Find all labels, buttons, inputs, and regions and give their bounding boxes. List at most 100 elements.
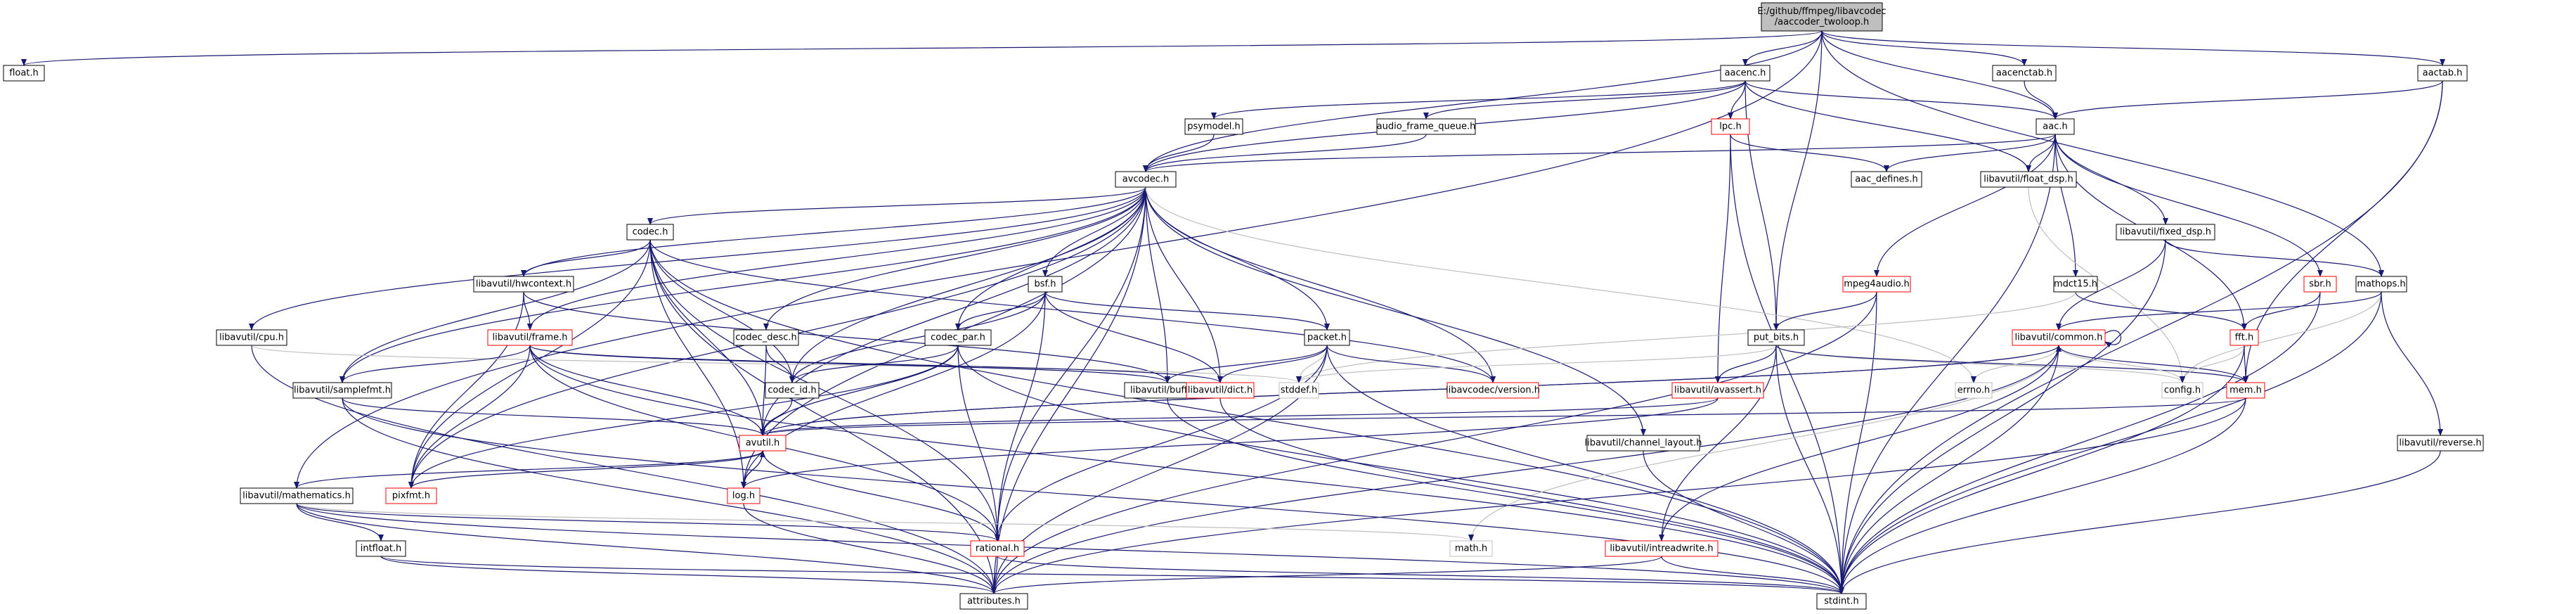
node-label: rational.h bbox=[976, 544, 1019, 554]
node-aac[interactable]: aac.h bbox=[2035, 118, 2075, 135]
node-label: config.h bbox=[2164, 385, 2201, 396]
edge-root-to-avcodec bbox=[1143, 30, 1823, 172]
node-cpu[interactable]: libavutil/cpu.h bbox=[216, 329, 287, 346]
node-codecid[interactable]: codec_id.h bbox=[765, 382, 820, 399]
edge-sbr-to-fft bbox=[2241, 291, 2321, 331]
node-aacenc[interactable]: aacenc.h bbox=[1720, 65, 1771, 82]
edge-cpu-to-stddef bbox=[251, 345, 1302, 383]
node-label: libavcodec/version.h bbox=[1446, 385, 1540, 396]
node-box bbox=[1586, 435, 1700, 452]
node-lpc[interactable]: lpc.h bbox=[1711, 118, 1750, 135]
node-stddef[interactable]: stddef.h bbox=[1279, 382, 1319, 399]
node-mathematics[interactable]: libavutil/mathematics.h bbox=[240, 487, 354, 504]
node-label: mathops.h bbox=[2357, 279, 2405, 290]
edge-common-to-common bbox=[2104, 330, 2121, 348]
edge-codec-to-version bbox=[649, 239, 1496, 383]
node-label: attributes.h bbox=[967, 596, 1021, 607]
node-box bbox=[1720, 65, 1771, 82]
node-putbits[interactable]: put_bits.h bbox=[1747, 329, 1805, 346]
node-label: libavutil/intreadwrite.h bbox=[1610, 544, 1713, 554]
node-afq[interactable]: audio_frame_queue.h bbox=[1376, 118, 1476, 135]
node-mpeg4audio[interactable]: mpeg4audio.h bbox=[1842, 276, 1911, 293]
node-label: log.h bbox=[732, 491, 755, 501]
node-label: stddef.h bbox=[1281, 385, 1317, 396]
node-fft[interactable]: fft.h bbox=[2229, 329, 2259, 346]
node-label: fft.h bbox=[2235, 333, 2253, 343]
node-aacdefines[interactable]: aac_defines.h bbox=[1851, 171, 1922, 188]
edge-fixeddsp-to-common bbox=[2056, 239, 2166, 331]
node-box bbox=[292, 382, 392, 399]
node-avutil[interactable]: avutil.h bbox=[739, 435, 787, 452]
node-version[interactable]: libavcodec/version.h bbox=[1446, 382, 1540, 399]
node-label: libavutil/channel_layout.h bbox=[1585, 438, 1702, 449]
edge-avcodec-to-buffer bbox=[1145, 186, 1170, 383]
edge-mem-to-attributes bbox=[991, 397, 2246, 594]
node-codecdesc[interactable]: codec_desc.h bbox=[733, 329, 799, 346]
node-mathops[interactable]: mathops.h bbox=[2355, 276, 2407, 293]
node-box bbox=[487, 329, 573, 346]
node-avcodec[interactable]: avcodec.h bbox=[1115, 171, 1177, 188]
edge-aac-to-avcodec bbox=[1143, 134, 2056, 172]
edge-lpc-to-aacdefines bbox=[1730, 134, 1889, 172]
edge-root-to-aacenc bbox=[1742, 30, 1823, 66]
edge-fixeddsp-to-mathops bbox=[2165, 239, 2384, 277]
node-psymodel[interactable]: psymodel.h bbox=[1184, 118, 1243, 135]
node-frame[interactable]: libavutil/frame.h bbox=[487, 329, 573, 346]
node-box bbox=[216, 329, 287, 346]
edge-aacenc-to-psymodel bbox=[1211, 80, 1746, 120]
edge-mathematics-to-intfloat bbox=[296, 503, 384, 542]
node-avassert[interactable]: libavutil/avassert.h bbox=[1671, 382, 1764, 399]
edge-reverse-to-stdint bbox=[1839, 450, 2441, 594]
edge-mathematics-to-attributes bbox=[296, 503, 997, 594]
node-math[interactable]: math.h bbox=[1449, 540, 1493, 557]
node-label: libavutil/hwcontext.h bbox=[476, 279, 571, 290]
node-box bbox=[2161, 382, 2203, 399]
node-box bbox=[1711, 118, 1750, 135]
node-common[interactable]: libavutil/common.h bbox=[2012, 329, 2106, 346]
edge-codec-to-codecid bbox=[649, 239, 795, 383]
node-pixfmt[interactable]: pixfmt.h bbox=[385, 487, 437, 504]
edge-aac-to-floatdsp bbox=[2026, 134, 2056, 172]
node-codecpar[interactable]: codec_par.h bbox=[924, 329, 992, 346]
edge-mathops-to-config bbox=[2180, 291, 2382, 383]
node-float[interactable]: float.h bbox=[3, 65, 45, 82]
node-label: lpc.h bbox=[1719, 122, 1741, 132]
node-stdint[interactable]: stdint.h bbox=[1816, 593, 1867, 610]
node-log[interactable]: log.h bbox=[727, 487, 760, 504]
node-bsf[interactable]: bsf.h bbox=[1028, 276, 1063, 293]
node-label: libavutil/samplefmt.h bbox=[294, 385, 391, 396]
node-label: put_bits.h bbox=[1754, 333, 1799, 343]
edge-chlayout-to-stdint bbox=[1643, 450, 1844, 594]
node-codec[interactable]: codec.h bbox=[626, 224, 674, 241]
node-intreadwrite[interactable]: libavutil/intreadwrite.h bbox=[1605, 540, 1719, 557]
node-floatdsp[interactable]: libavutil/float_dsp.h bbox=[1980, 171, 2077, 188]
node-fixeddsp[interactable]: libavutil/fixed_dsp.h bbox=[2116, 224, 2215, 241]
edge-avutil-to-mathematics bbox=[294, 450, 763, 489]
node-attributes[interactable]: attributes.h bbox=[959, 593, 1028, 610]
node-hwcontext[interactable]: libavutil/hwcontext.h bbox=[473, 276, 574, 293]
node-root[interactable]: E:/github/ffmpeg/libavcodec/aaccoder_two… bbox=[1757, 2, 1886, 32]
edge-lpc-to-avassert bbox=[1715, 134, 1731, 383]
node-packet[interactable]: packet.h bbox=[1304, 329, 1350, 346]
node-aacenctab[interactable]: aacenctab.h bbox=[1992, 65, 2057, 82]
node-dict[interactable]: libavutil/dict.h bbox=[1186, 382, 1255, 399]
node-chlayout[interactable]: libavutil/channel_layout.h bbox=[1585, 435, 1702, 452]
node-intfloat[interactable]: intfloat.h bbox=[356, 540, 406, 557]
node-mdct15[interactable]: mdct15.h bbox=[2053, 276, 2098, 293]
node-box bbox=[2226, 382, 2265, 399]
edge-putbits-to-stdint bbox=[1775, 345, 1844, 594]
node-reverse[interactable]: libavutil/reverse.h bbox=[2397, 435, 2484, 452]
node-box bbox=[1842, 276, 1911, 293]
node-box bbox=[1980, 171, 2077, 188]
node-config[interactable]: config.h bbox=[2161, 382, 2203, 399]
node-box bbox=[1376, 118, 1476, 135]
node-box bbox=[2397, 435, 2484, 452]
node-aactab[interactable]: aactab.h bbox=[2417, 65, 2468, 82]
node-errno[interactable]: errno.h bbox=[1955, 382, 1993, 399]
node-rational[interactable]: rational.h bbox=[970, 540, 1025, 557]
node-samplefmt[interactable]: libavutil/samplefmt.h bbox=[292, 382, 392, 399]
node-label: libavutil/avassert.h bbox=[1674, 385, 1761, 396]
edge-hwcontext-to-buffer bbox=[523, 291, 1170, 383]
node-sbr[interactable]: sbr.h bbox=[2303, 276, 2337, 293]
node-mem[interactable]: mem.h bbox=[2226, 382, 2265, 399]
